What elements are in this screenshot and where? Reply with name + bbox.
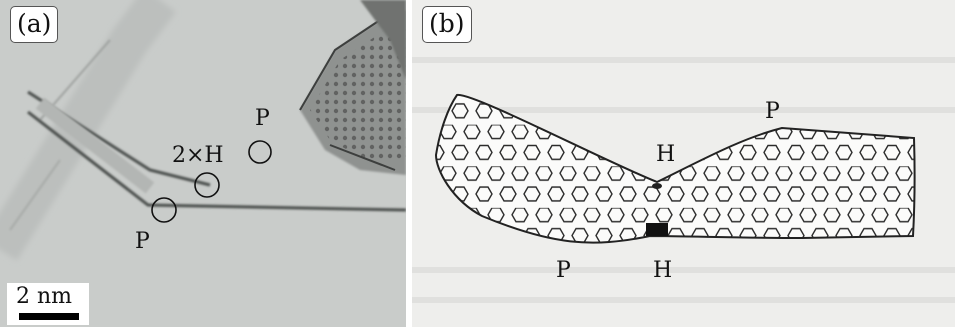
panel-a-tag: (a) — [10, 6, 58, 43]
scale-bar-label: 2 nm — [16, 284, 72, 310]
label-h-bottom: H — [653, 259, 672, 283]
heptagon-defect-bottom — [646, 223, 668, 236]
label-h-inner: H — [656, 143, 675, 167]
label-p-bottom: P — [556, 259, 571, 283]
panel-b-tag: (b) — [422, 6, 472, 43]
scale-bar: 2 nm — [7, 283, 89, 325]
heptagon-defect-inner — [652, 183, 662, 189]
label-2h: 2×H — [172, 144, 224, 168]
scale-bar-line — [19, 313, 79, 320]
label-p-bottom: P — [135, 230, 150, 254]
panel-a-micrograph: (a) P 2×H P 2 nm — [0, 0, 406, 327]
label-p-top-right: P — [765, 100, 780, 124]
nanotube-schematic — [412, 0, 955, 327]
label-p-top: P — [255, 107, 270, 131]
panel-b-schematic: (b) P H P H — [412, 0, 955, 327]
